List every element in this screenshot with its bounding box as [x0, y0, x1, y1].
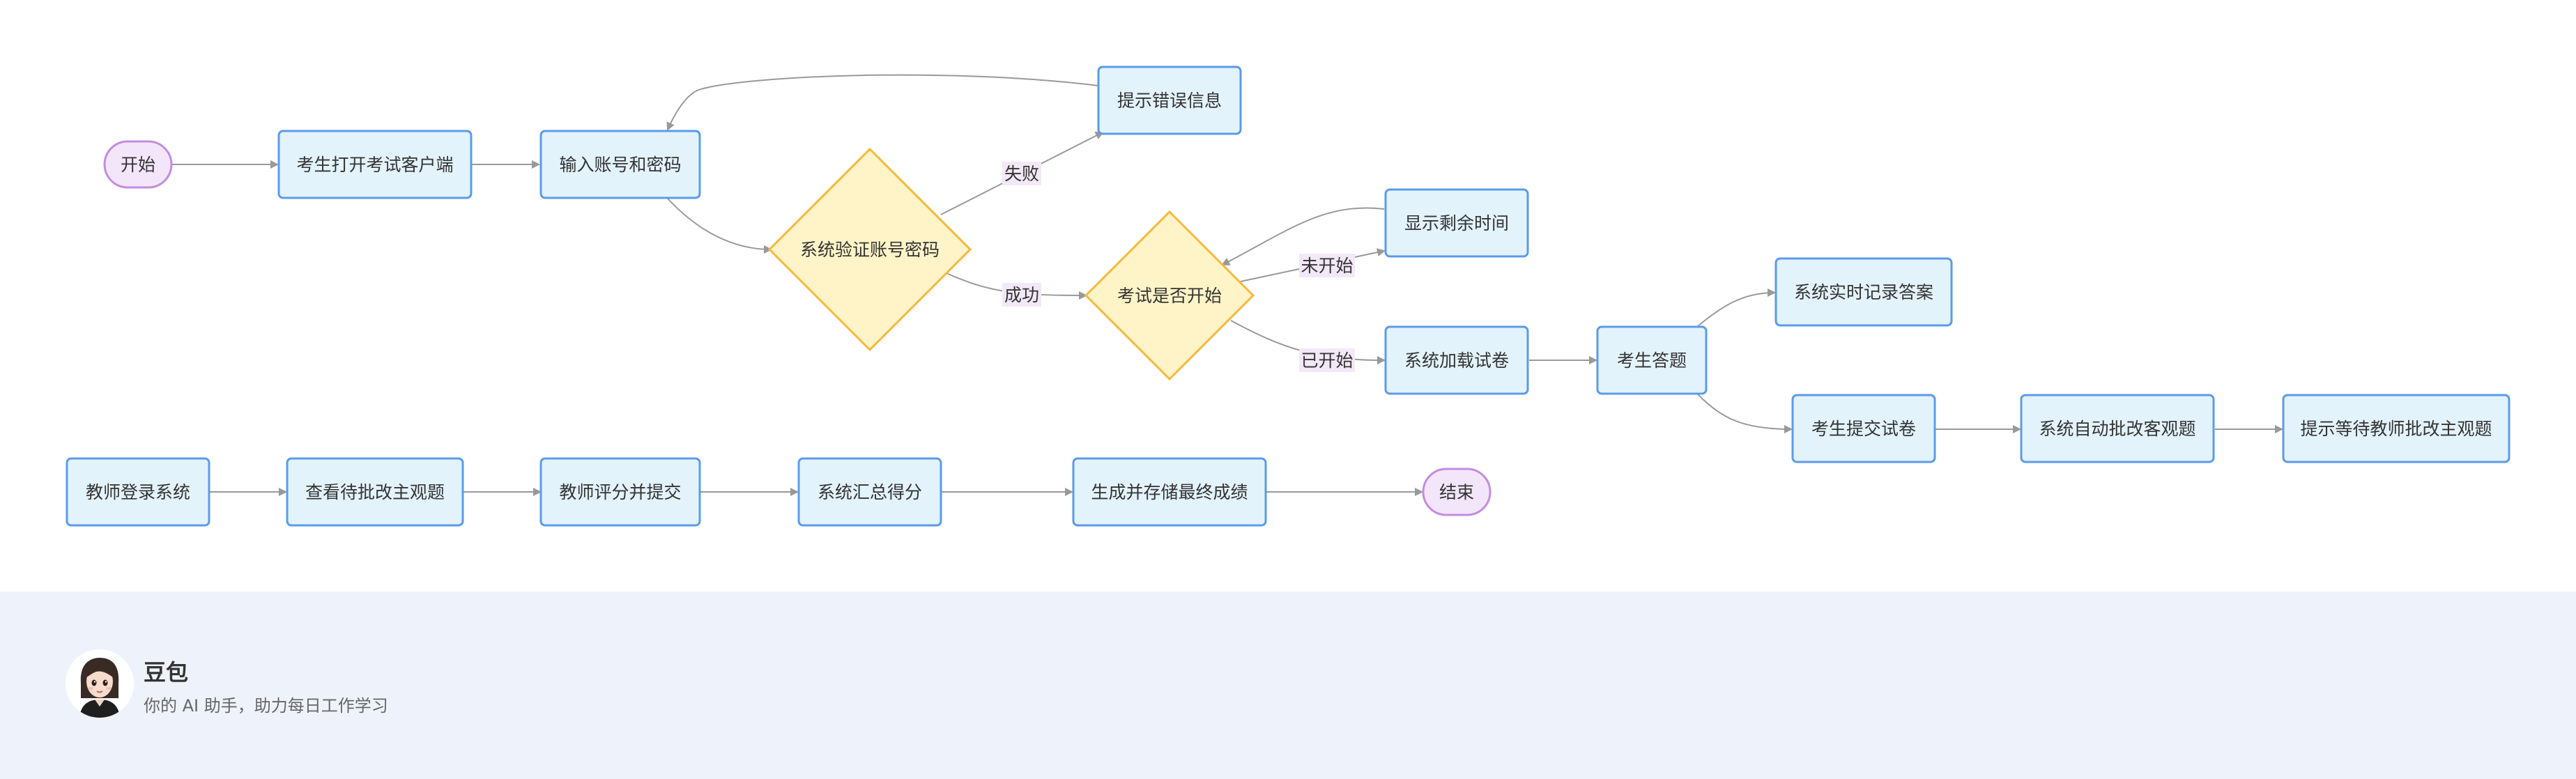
brand-name: 豆包	[144, 659, 189, 686]
node-answer: 考生答题	[1596, 325, 1708, 395]
node-teacher-login: 教师登录系统	[66, 457, 210, 527]
node-teacher-grade: 教师评分并提交	[539, 457, 701, 527]
edge-label-not-started: 未开始	[1299, 254, 1355, 277]
node-view-pending-label: 查看待批改主观题	[305, 482, 445, 502]
node-show-error: 提示错误信息	[1097, 65, 1242, 135]
node-load-paper: 系统加载试卷	[1384, 325, 1529, 395]
edge-remaining-to-started	[1221, 207, 1385, 265]
node-open-client-label: 考生打开考试客户端	[296, 155, 453, 175]
node-end-label: 结束	[1439, 482, 1474, 502]
node-load-paper-label: 系统加载试卷	[1404, 350, 1509, 371]
node-verify-account-label: 系统验证账号密码	[800, 240, 940, 260]
edge-label-started-text: 已开始	[1301, 350, 1353, 371]
node-wait-teacher-label: 提示等待教师批改主观题	[2300, 419, 2492, 439]
edge-label-started: 已开始	[1299, 348, 1355, 372]
node-exam-started: 考试是否开始	[1084, 210, 1255, 381]
edge-label-success: 成功	[1002, 283, 1041, 307]
node-sum-scores: 系统汇总得分	[797, 457, 942, 527]
avatar-icon	[66, 649, 134, 718]
node-store-final: 生成并存储最终成绩	[1072, 457, 1267, 527]
node-show-remaining: 显示剩余时间	[1384, 188, 1529, 258]
edge-answer-to-record	[1697, 288, 1776, 327]
edge-error-to-credentials	[666, 74, 1099, 131]
node-enter-credentials-label: 输入账号和密码	[559, 155, 681, 175]
node-submit-paper-label: 考生提交试卷	[1811, 419, 1916, 439]
node-exam-started-label: 考试是否开始	[1117, 286, 1222, 306]
node-start-label: 开始	[121, 155, 155, 175]
footer	[0, 592, 2576, 779]
edge-credentials-to-verify	[667, 198, 772, 254]
node-submit-paper: 考生提交试卷	[1791, 394, 1936, 463]
node-auto-grade: 系统自动批改客观题	[2020, 394, 2215, 463]
edge-label-fail: 失败	[1002, 162, 1041, 185]
node-view-pending: 查看待批改主观题	[286, 457, 464, 527]
flowchart: 失败 成功 未开始 已开始 开始 结束 考生打开考试客户端 输入账号和密码 提示…	[66, 65, 2510, 527]
node-show-error-label: 提示错误信息	[1117, 91, 1222, 111]
node-record-answers: 系统实时记录答案	[1774, 257, 1953, 327]
node-end: 结束	[1422, 468, 1492, 516]
node-start: 开始	[103, 140, 173, 189]
node-auto-grade-label: 系统自动批改客观题	[2039, 419, 2195, 439]
edge-answer-to-submit	[1697, 394, 1793, 433]
node-verify-account: 系统验证账号密码	[767, 147, 972, 352]
node-wait-teacher: 提示等待教师批改主观题	[2282, 394, 2510, 463]
node-answer-label: 考生答题	[1617, 350, 1687, 371]
edge-label-not-started-text: 未开始	[1301, 256, 1353, 276]
edge-label-success-text: 成功	[1004, 285, 1039, 305]
brand-tagline: 你的 AI 助手，助力每日工作学习	[144, 696, 388, 716]
node-show-remaining-label: 显示剩余时间	[1404, 213, 1509, 233]
node-enter-credentials: 输入账号和密码	[539, 130, 701, 199]
node-store-final-label: 生成并存储最终成绩	[1091, 482, 1248, 502]
node-open-client: 考生打开考试客户端	[277, 130, 473, 199]
node-sum-scores-label: 系统汇总得分	[818, 482, 922, 502]
node-teacher-grade-label: 教师评分并提交	[559, 482, 681, 502]
edge-label-fail-text: 失败	[1004, 164, 1039, 184]
node-record-answers-label: 系统实时记录答案	[1794, 282, 1933, 302]
node-teacher-login-label: 教师登录系统	[86, 482, 190, 502]
